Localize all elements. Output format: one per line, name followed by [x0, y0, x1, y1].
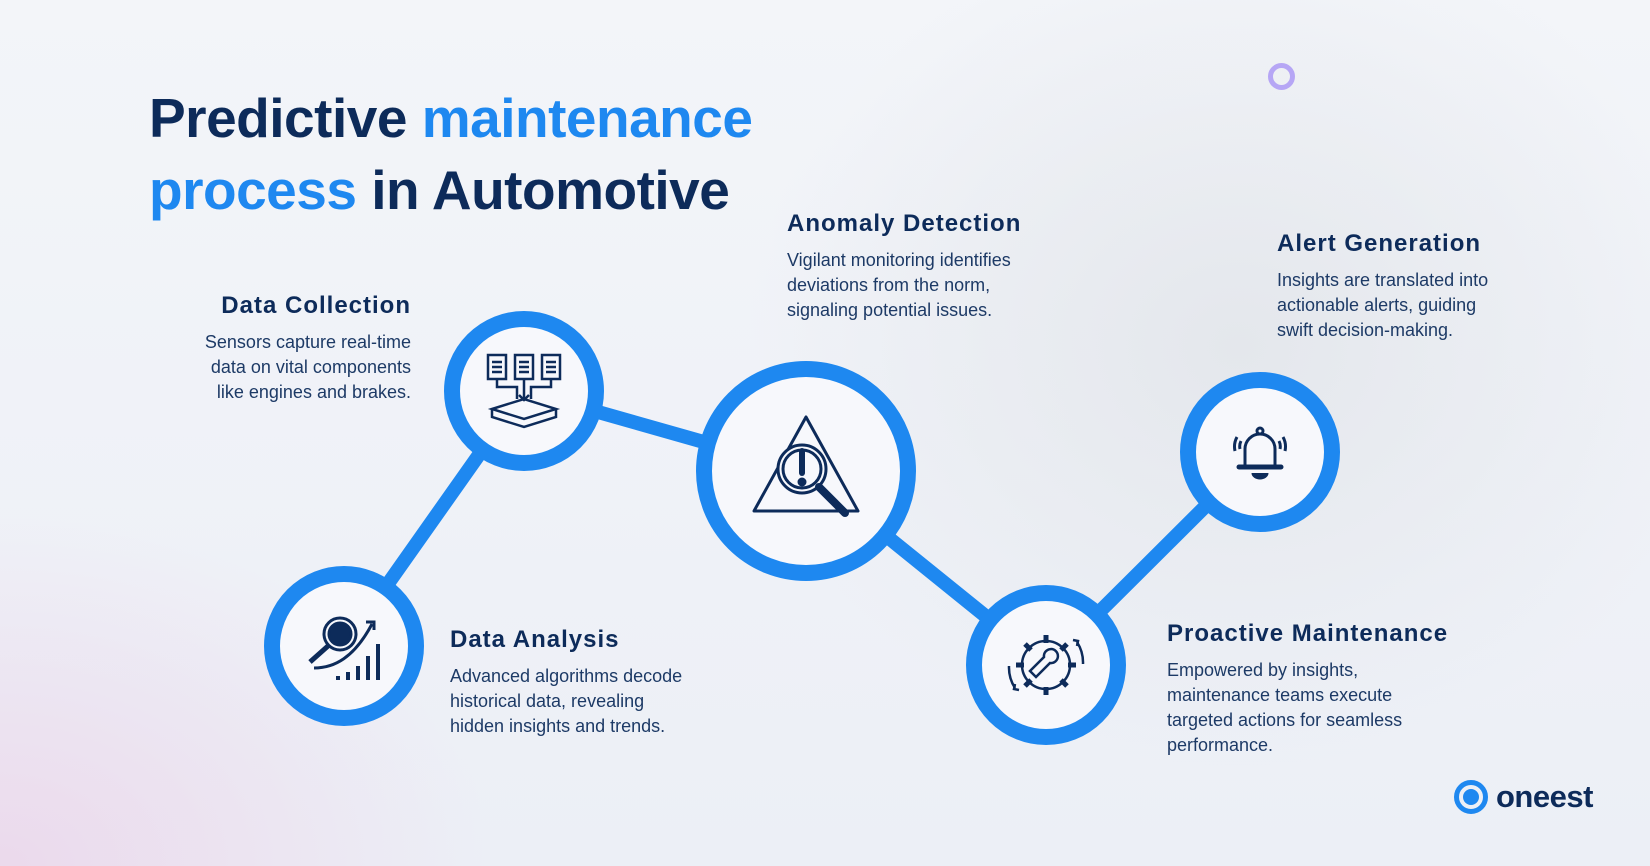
step-heading: Data Collection [221, 292, 411, 319]
step-text: hidden insights and trends. [450, 716, 666, 736]
step-text: Sensors capture real-time [204, 332, 411, 352]
title-highlight: maintenance [421, 87, 753, 149]
step-text: signaling potential issues. [787, 300, 993, 320]
step-data-collection: Data Collection Sensors capture real-tim… [205, 292, 411, 405]
title-part: Predictive [149, 87, 422, 149]
step-text: Insights are translated into [1277, 270, 1489, 290]
logo-mark-icon [1454, 780, 1488, 814]
documents-to-database-icon [486, 353, 562, 429]
step-proactive-maintenance: Proactive Maintenance Empowered by insig… [1167, 620, 1448, 758]
data-collection-node [444, 311, 604, 471]
step-text: historical data, revealing [450, 691, 645, 711]
anomaly-detection-node [696, 361, 916, 581]
data-analysis-node [264, 566, 424, 726]
brand-logo: oneest [1454, 779, 1593, 815]
proactive-maintenance-node [966, 585, 1126, 745]
step-anomaly-detection: Anomaly Detection Vigilant monitoring id… [787, 210, 1021, 323]
step-alert-generation: Alert Generation Insights are translated… [1277, 230, 1488, 343]
step-text: like engines and brakes. [216, 382, 411, 402]
step-text: swift decision-making. [1277, 320, 1454, 340]
step-heading: Anomaly Detection [787, 210, 1022, 237]
step-text: performance. [1167, 735, 1274, 755]
logo-text: oneest [1496, 779, 1593, 814]
step-text: maintenance teams execute [1167, 685, 1393, 705]
step-heading: Alert Generation [1277, 230, 1482, 257]
magnifier-chart-icon [308, 616, 380, 680]
step-heading: Data Analysis [450, 626, 620, 653]
title-highlight: process [149, 159, 357, 221]
step-text: Empowered by insights, [1167, 660, 1359, 680]
step-text: Vigilant monitoring identifies [787, 250, 1011, 270]
bell-icon [1233, 426, 1287, 480]
step-text: actionable alerts, guiding [1277, 295, 1477, 315]
gear-wrench-icon [1007, 635, 1085, 695]
step-text: targeted actions for seamless [1167, 710, 1403, 730]
alert-generation-node [1180, 372, 1340, 532]
page-title: Predictive maintenance process in Automo… [149, 82, 753, 226]
step-text: data on vital components [210, 357, 411, 377]
decorative-ring [1268, 63, 1295, 90]
step-data-analysis: Data Analysis Advanced algorithms decode… [450, 626, 682, 739]
step-text: Advanced algorithms decode [450, 666, 683, 686]
warning-magnifier-icon [752, 415, 860, 517]
step-text: deviations from the norm, [787, 275, 991, 295]
step-heading: Proactive Maintenance [1167, 620, 1449, 647]
title-part: in Automotive [356, 159, 730, 221]
